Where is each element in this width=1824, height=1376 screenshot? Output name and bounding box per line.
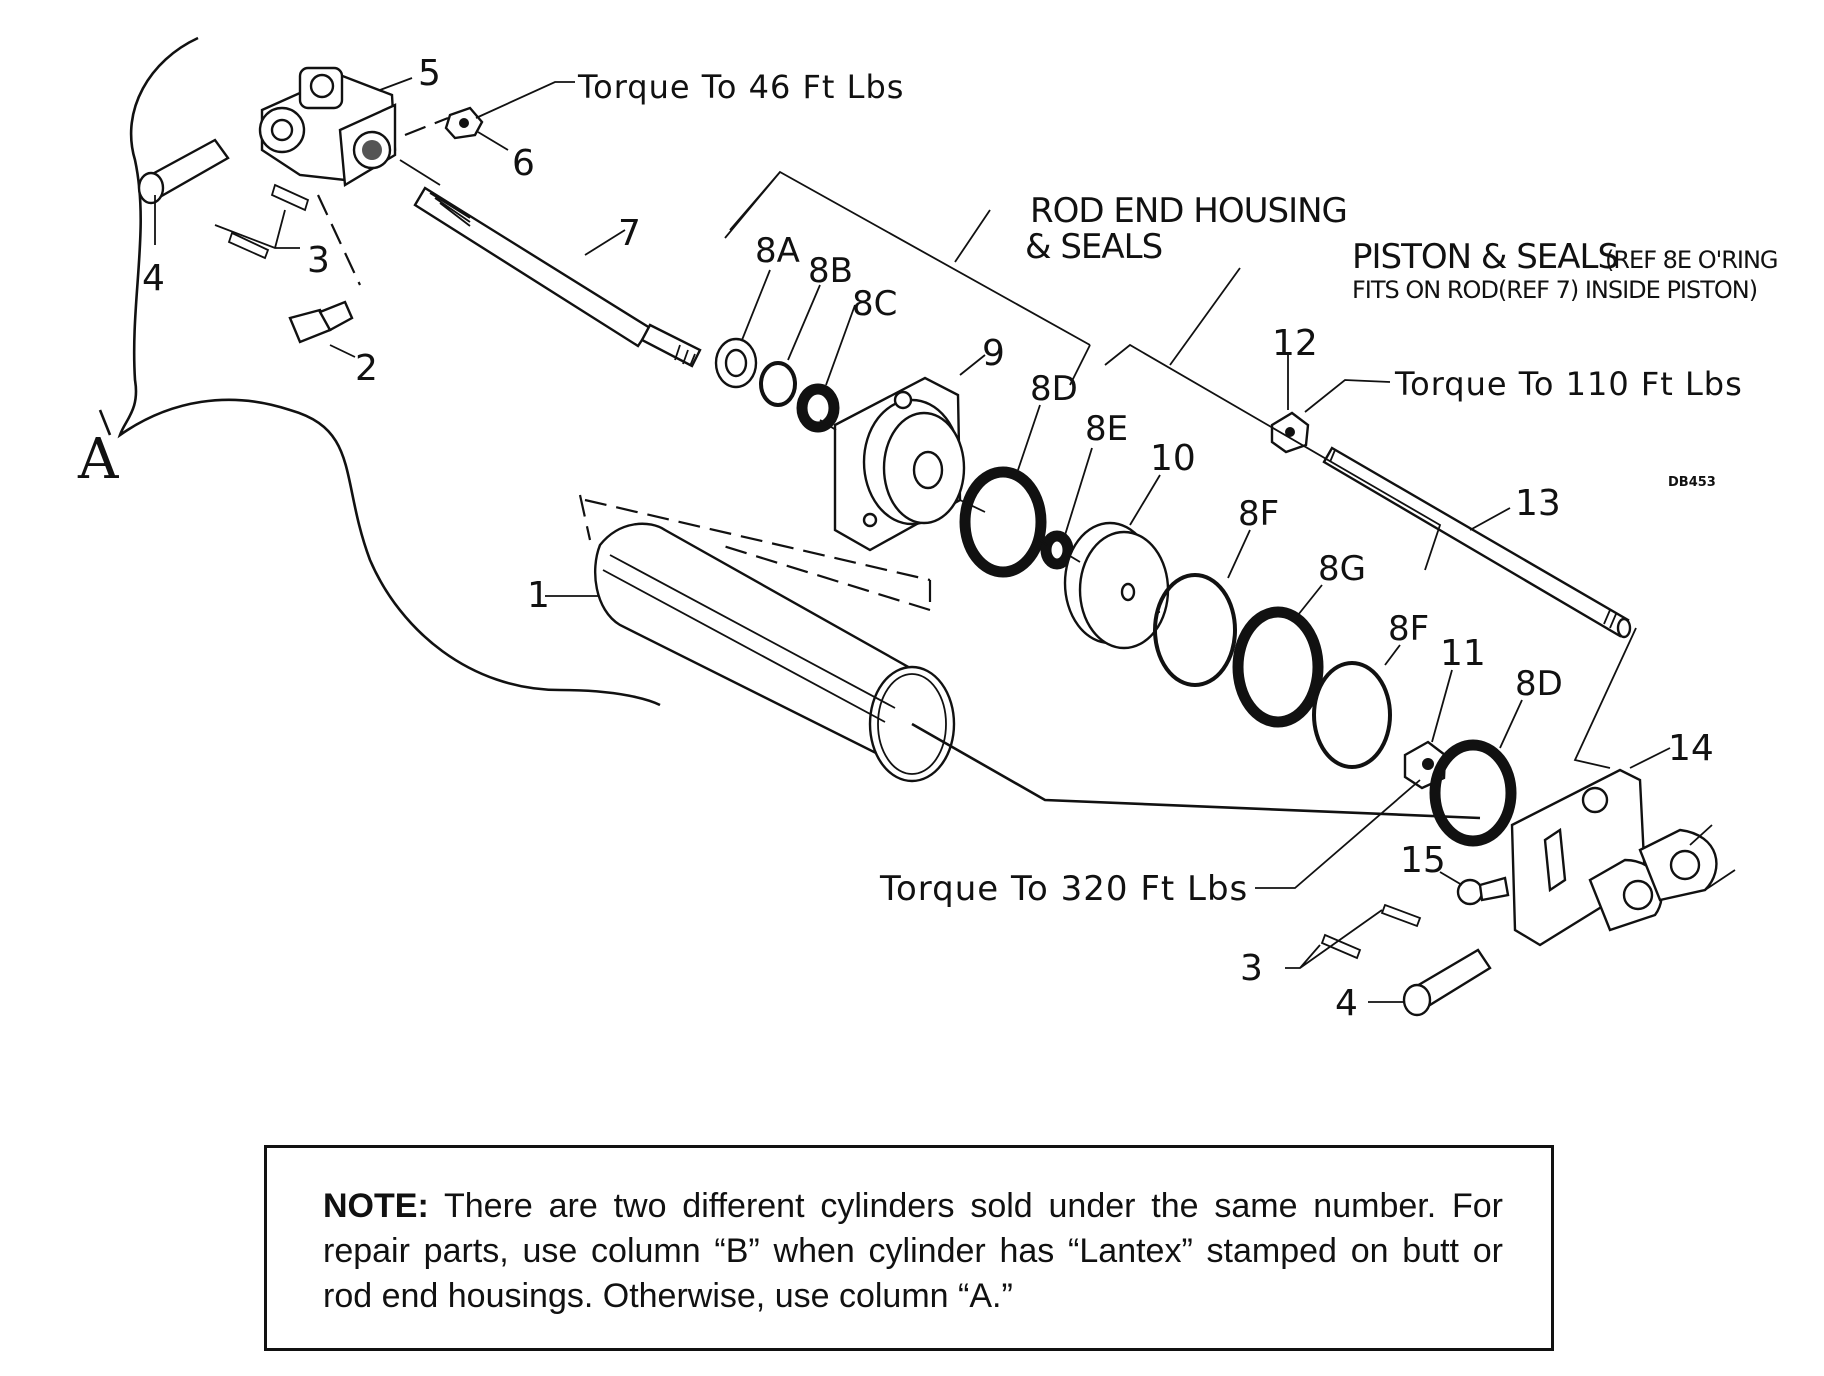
piston [1063, 521, 1170, 650]
grease-fitting [288, 300, 354, 344]
seal-8b [759, 361, 797, 407]
callout-8d-top: 8D [1030, 369, 1078, 409]
callout-8e: 8E [1085, 409, 1128, 449]
rod-end-housing [833, 376, 966, 552]
exploded-cylinder-diagram: A [77, 36, 1779, 1024]
backup-ring-8f-2 [1312, 661, 1392, 769]
oring-8d-bottom [1429, 739, 1517, 847]
leader-8c [825, 304, 856, 386]
callout-7: 7 [618, 213, 641, 254]
tube-to-housing-dashes [578, 494, 932, 612]
callout-8f-1: 8F [1238, 494, 1279, 534]
clevis-pin-bottom [1402, 948, 1492, 1017]
leader-13 [1469, 507, 1511, 531]
rod-end-bracket [724, 170, 1091, 386]
piston-group-label-1: PISTON & SEALS [1352, 237, 1618, 277]
cotter-pin-top-2 [227, 231, 270, 260]
leader-8d-bottom [1499, 699, 1523, 749]
leader-3-top [214, 209, 300, 249]
leader-t46 [475, 81, 575, 119]
butt-end-housing [258, 66, 397, 188]
callout-12: 12 [1272, 323, 1318, 364]
frame-dashes [317, 116, 449, 286]
callout-15: 15 [1400, 840, 1446, 881]
note-label: NOTE: [323, 1187, 429, 1225]
seal-8g [1232, 606, 1324, 728]
callout-1: 1 [527, 575, 550, 616]
cotter-pin-top-1 [270, 183, 310, 212]
leader-7 [584, 229, 626, 256]
leader-t110 [1304, 379, 1391, 413]
leader-11 [1431, 669, 1453, 743]
leader-t320 [1255, 779, 1421, 889]
leader-15 [1439, 871, 1463, 886]
torque-320-label: Torque To 320 Ft Lbs [879, 869, 1248, 909]
callout-5: 5 [418, 53, 441, 94]
callout-11: 11 [1440, 633, 1486, 674]
leader-5 [379, 77, 413, 91]
callout-8b: 8B [808, 251, 853, 291]
callout-10: 10 [1150, 438, 1196, 479]
leader-8g [1297, 584, 1323, 616]
center-line [399, 159, 1319, 696]
callout-9: 9 [982, 333, 1005, 374]
leader-10 [1129, 474, 1161, 526]
note-box: NOTE: There are two different cylinders … [264, 1145, 1554, 1351]
drawing-code: DB453 [1668, 475, 1716, 490]
piston-group-ref: (REF 8E O'RING [1605, 246, 1778, 274]
cylinder-tube-centerline [911, 722, 1481, 820]
backup-ring-8f-1 [1153, 573, 1237, 687]
leader-8b [787, 284, 821, 361]
callout-8c: 8C [852, 284, 897, 324]
callout-4-bottom: 4 [1335, 983, 1358, 1024]
piston-rod [413, 186, 702, 368]
nut-46 [444, 106, 484, 140]
rod-end-group-label-1: ROD END HOUSING [1030, 191, 1347, 231]
leader-2 [329, 344, 356, 358]
callout-4-top: 4 [142, 258, 165, 299]
piston-group-label-2: FITS ON ROD(REF 7) INSIDE PISTON) [1352, 276, 1757, 304]
tie-rod [1322, 446, 1632, 639]
oring-8e [1040, 530, 1074, 570]
rod-end-group-label-2: & SEALS [1025, 227, 1162, 267]
view-label-a: A [77, 427, 119, 492]
callout-3-top: 3 [307, 240, 330, 281]
leader-8f-1 [1227, 529, 1251, 579]
cotter-pin-bottom-1 [1380, 903, 1422, 928]
seal-8c [796, 383, 840, 433]
callout-8f-2: 8F [1388, 609, 1429, 649]
callout-6: 6 [512, 143, 535, 184]
leader-8a [741, 269, 771, 341]
tie-rod-to-housing [1573, 627, 1637, 769]
callout-2: 2 [355, 348, 378, 389]
piston-bracket [1104, 267, 1442, 571]
callout-3-bottom: 3 [1240, 948, 1263, 989]
leader-8e [1064, 447, 1093, 536]
grease-fitting-lower [1456, 876, 1510, 906]
cotter-pin-bottom-2 [1320, 933, 1362, 960]
callout-8a: 8A [755, 231, 800, 271]
oring-8d-top [959, 466, 1047, 578]
torque-46-label: Torque To 46 Ft Lbs [577, 68, 904, 106]
leader-14 [1629, 747, 1671, 769]
leader-8f-2 [1384, 644, 1401, 666]
leader-3-bottom [1285, 909, 1383, 969]
callout-8d-bottom: 8D [1515, 664, 1563, 704]
leader-9 [959, 354, 986, 376]
callout-8g: 8G [1318, 549, 1366, 589]
note-text: NOTE: There are two different cylinders … [323, 1184, 1503, 1319]
note-body: There are two different cylinders sold u… [323, 1187, 1503, 1315]
lower-clevis-housing [1510, 768, 1736, 947]
clevis-pin-top [137, 138, 230, 205]
callout-13: 13 [1515, 483, 1561, 524]
torque-110-label: Torque To 110 Ft Lbs [1394, 365, 1743, 403]
leader-8d-top [1017, 404, 1041, 471]
frame-outline-tick [98, 409, 112, 436]
callout-14: 14 [1668, 728, 1714, 769]
leader-6 [477, 131, 509, 151]
